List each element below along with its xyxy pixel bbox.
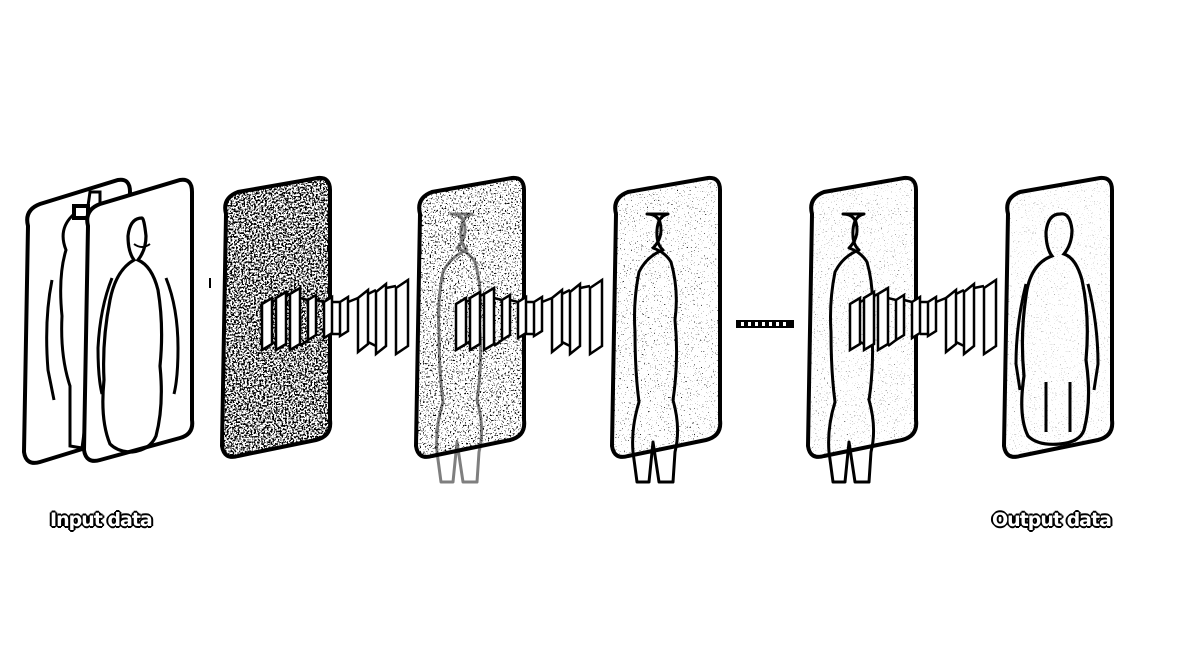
partial-figure-frame [609, 175, 723, 484]
output-frame [1001, 175, 1115, 459]
input-image-front [81, 177, 195, 463]
input-data-label: Input data [49, 508, 153, 531]
output-data-label: Output data [991, 508, 1112, 531]
ellipsis [736, 320, 794, 328]
